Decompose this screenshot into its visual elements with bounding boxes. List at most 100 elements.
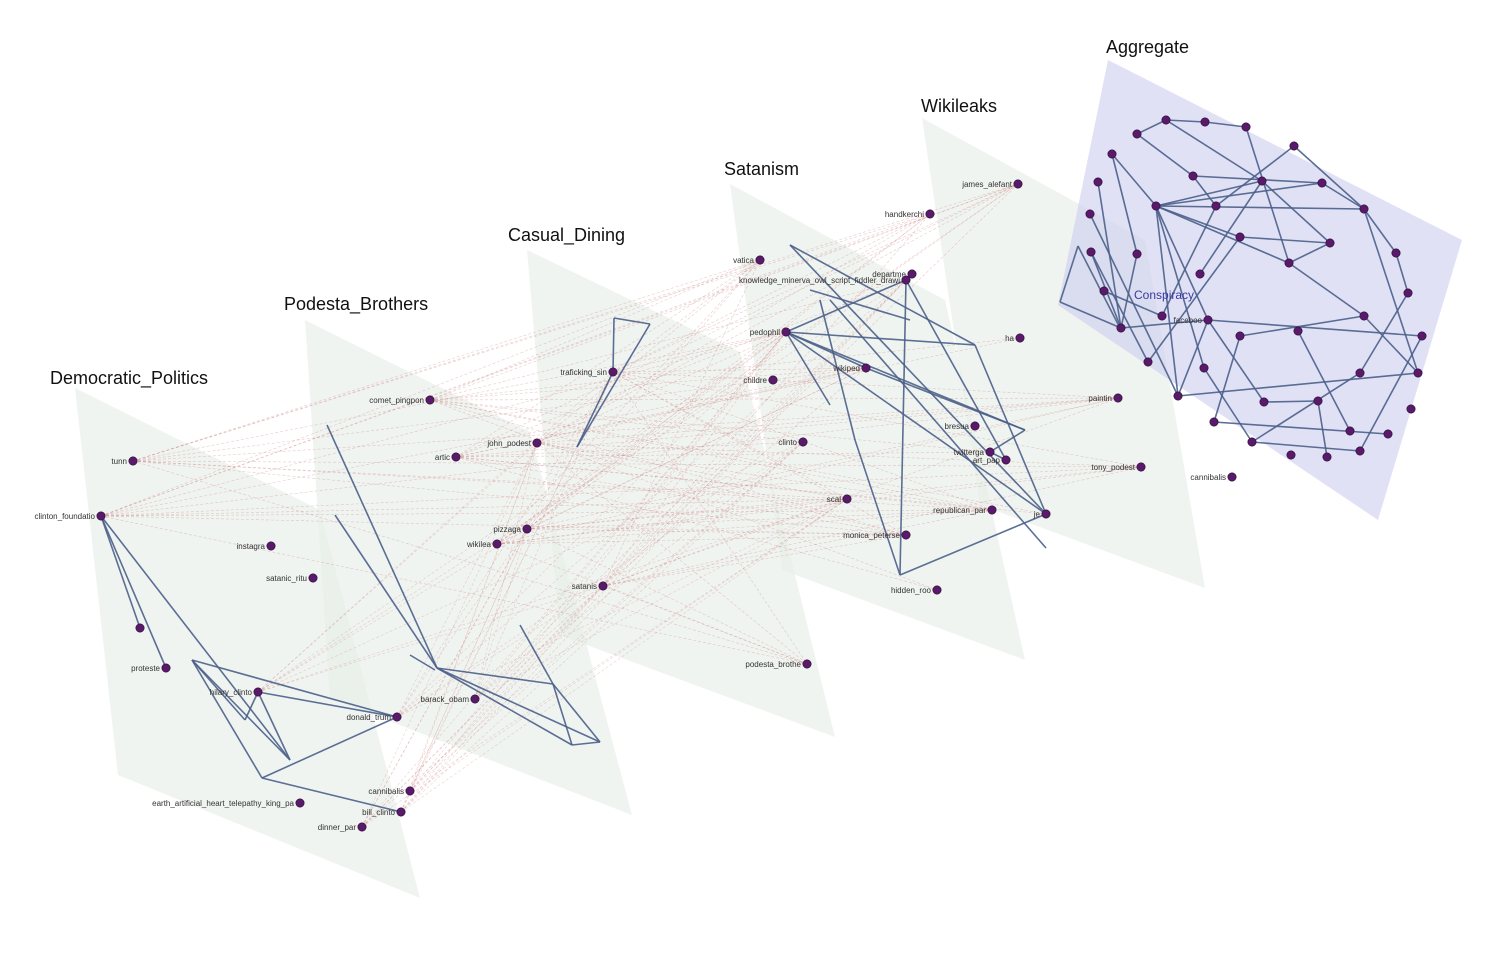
inter-layer-edge <box>100 183 1019 517</box>
inter-layer-edge <box>602 213 931 587</box>
inter-layer-edge <box>536 442 993 511</box>
inter-layer-edge <box>396 528 528 718</box>
inter-layer-edge <box>455 397 1119 458</box>
node-label: twitterga <box>954 448 985 457</box>
intra-layer-edge <box>191 659 246 721</box>
network-node <box>1209 417 1219 427</box>
aggregate-conspiracy-label: Conspiracy <box>1134 288 1194 302</box>
inter-layer-edge <box>132 460 848 500</box>
intra-layer-edge <box>1120 319 1209 329</box>
inter-layer-edge <box>429 183 1019 401</box>
inter-layer-edge <box>536 259 761 444</box>
intra-layer-edge <box>571 741 601 746</box>
intra-layer-edge <box>809 289 911 321</box>
network-node <box>1200 117 1210 127</box>
intra-layer-edge <box>1136 133 1194 177</box>
intra-layer-edge <box>1059 301 1122 329</box>
inter-layer-edge <box>257 528 528 693</box>
network-node <box>1195 269 1205 279</box>
network-node <box>1211 201 1221 211</box>
node-label: james_alefant <box>961 180 1013 189</box>
inter-layer-edge <box>602 183 1019 587</box>
intra-layer-edge <box>1103 290 1163 317</box>
intra-layer-edge <box>989 429 1026 453</box>
node-label: earth_artificial_heart_telepathy_king_pa <box>152 799 294 808</box>
inter-layer-edge <box>536 331 787 444</box>
network-node <box>451 452 461 462</box>
inter-layer-edge <box>455 279 907 458</box>
inter-layer-edge <box>496 534 907 545</box>
inter-layer-edge <box>455 441 804 458</box>
inter-layer-edge <box>526 498 848 530</box>
intra-layer-edge <box>1245 126 1290 264</box>
network-node <box>1001 455 1011 465</box>
network-node <box>901 530 911 540</box>
network-node <box>781 327 791 337</box>
network-node <box>985 447 995 457</box>
inter-layer-edge <box>455 259 761 458</box>
network-node <box>1199 363 1209 373</box>
intra-layer-edge <box>552 683 601 743</box>
network-node <box>932 585 942 595</box>
intra-layer-edge <box>1239 236 1331 244</box>
inter-layer-edge <box>526 331 787 530</box>
network-node <box>861 363 871 373</box>
layer-plane-pod <box>305 320 632 815</box>
network-node <box>1406 404 1416 414</box>
intra-layer-edge <box>257 691 291 761</box>
network-node <box>1413 368 1423 378</box>
inter-layer-edge <box>496 397 1119 545</box>
intra-layer-edge <box>576 371 614 448</box>
node-label: dinner_par <box>318 823 357 832</box>
intra-layer-edge <box>1192 175 1323 184</box>
inter-layer-edge <box>612 259 761 373</box>
intra-layer-edge <box>789 244 976 346</box>
inter-layer-edge <box>409 441 804 792</box>
network-node <box>1085 209 1095 219</box>
network-node <box>492 539 502 549</box>
node-label: tony_podest <box>1091 463 1135 472</box>
network-node <box>1355 446 1365 456</box>
node-label: proteste <box>131 664 160 673</box>
node-label: hidden_roo <box>891 586 932 595</box>
network-node <box>253 687 263 697</box>
network-node <box>1107 149 1117 159</box>
inter-layer-edge <box>536 442 848 500</box>
node-label: bill_clinto <box>362 808 395 817</box>
network-node <box>1157 311 1167 321</box>
intra-layer-edge <box>436 667 554 685</box>
inter-layer-edge <box>132 397 1119 462</box>
inter-layer-edge <box>612 371 1142 468</box>
node-label: childre <box>743 376 767 385</box>
network-node <box>357 822 367 832</box>
inter-layer-edge <box>474 441 804 700</box>
inter-layer-edge <box>602 259 761 587</box>
intra-layer-edge <box>899 279 907 576</box>
intra-layer-edge <box>854 439 901 576</box>
node-label: pizzaga <box>493 525 521 534</box>
inter-layer-edge <box>455 456 1047 515</box>
network-node <box>1284 258 1294 268</box>
inter-layer-edge <box>455 451 991 458</box>
intra-layer-edge <box>519 624 554 685</box>
inter-layer-edge <box>496 259 761 545</box>
intra-layer-edge <box>785 331 1047 515</box>
intra-layer-edge <box>1363 315 1419 374</box>
network-node <box>135 623 145 633</box>
inter-layer-edge <box>429 399 991 453</box>
inter-layer-edge <box>526 259 761 530</box>
intra-layer-edge <box>785 279 907 333</box>
intra-layer-edge <box>1155 205 1205 369</box>
inter-layer-edge <box>361 331 787 828</box>
inter-layer-edge <box>602 509 993 587</box>
network-node <box>925 209 935 219</box>
inter-layer-edge <box>132 460 1142 468</box>
inter-layer-edge <box>612 367 867 373</box>
network-node <box>1161 115 1171 125</box>
intra-layer-edges <box>100 119 1423 813</box>
intra-layer-edge <box>1136 119 1167 135</box>
intra-layer-edge <box>1089 213 1179 397</box>
network-node <box>1136 462 1146 472</box>
intra-layer-edge <box>1363 208 1397 254</box>
inter-layer-edge <box>496 498 848 545</box>
